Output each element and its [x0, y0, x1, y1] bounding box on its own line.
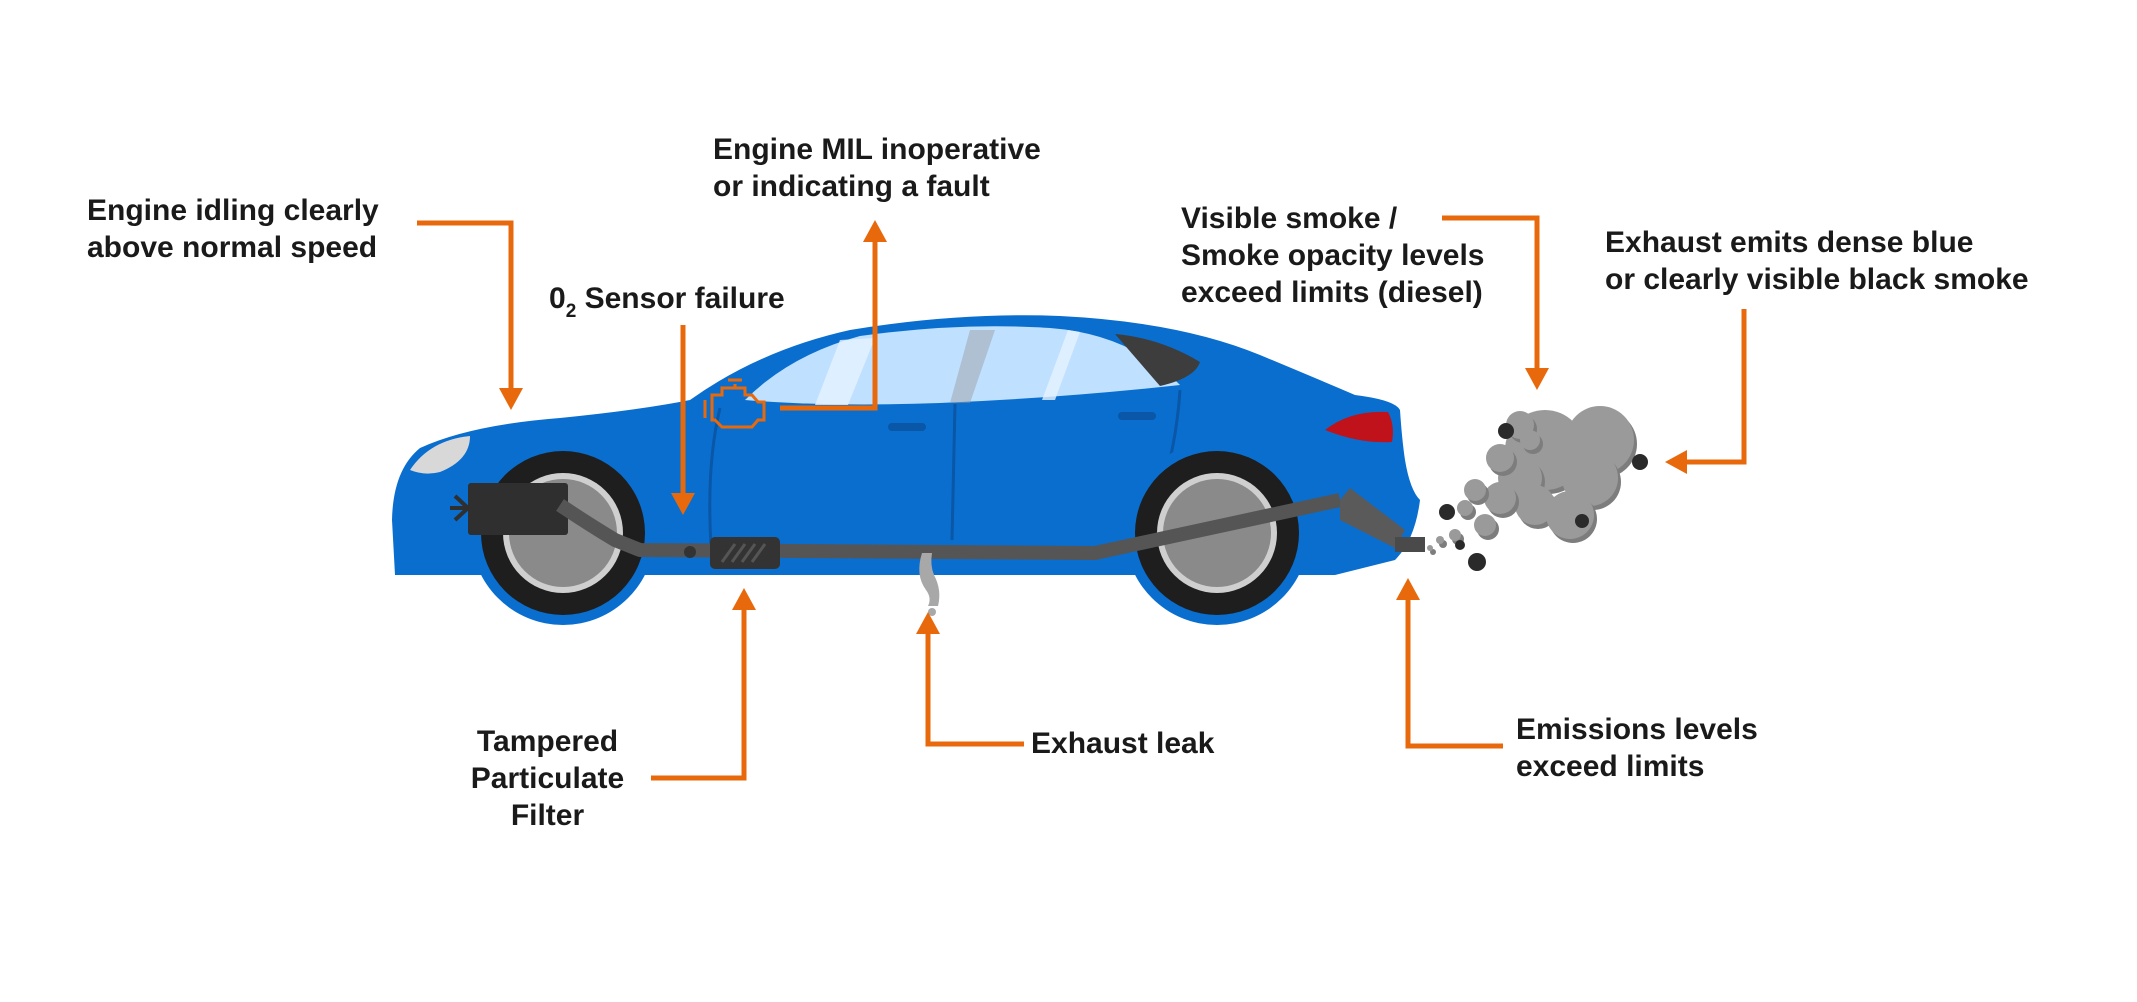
engine-block — [468, 483, 568, 535]
muffler — [1340, 488, 1405, 548]
exhaust-system — [450, 483, 1425, 616]
black-smoke-particle — [1439, 504, 1455, 520]
headlight — [410, 436, 470, 474]
label-visible-smoke: Visible smoke / Smoke opacity levels exc… — [1181, 202, 1485, 309]
label-exhaust-leak: Exhaust leak — [1031, 727, 1215, 760]
label-engine-mil: Engine MIL inoperative or indicating a f… — [713, 133, 1041, 203]
window-streak — [950, 330, 995, 403]
arrow-emissions-levels — [1396, 578, 1503, 749]
smoke-puff — [1520, 430, 1540, 450]
particulate-filter — [710, 537, 780, 569]
filter-grille — [720, 543, 767, 563]
black-smoke-particle — [1632, 454, 1648, 470]
arrow-engine-mil — [780, 220, 887, 411]
exhaust-pipe — [556, 493, 1342, 560]
label-exhaust-dense: Exhaust emits dense blue or clearly visi… — [1605, 226, 2029, 296]
callout-arrows — [417, 215, 1747, 781]
engine-warning-icon — [703, 378, 766, 429]
arrow-engine-idling — [417, 220, 523, 410]
black-smoke-particle — [1455, 540, 1465, 550]
label-particulate-filter: Tampered Particulate Filter — [470, 725, 625, 832]
arrow-exhaust-dense — [1665, 309, 1747, 474]
door-handle — [1118, 412, 1156, 420]
o2-sensor — [684, 546, 696, 558]
rear-quarter-glass — [1115, 334, 1200, 386]
black-smoke-particle — [1468, 553, 1486, 571]
tailpipe — [1395, 537, 1425, 552]
smoke-puff — [1546, 491, 1594, 539]
arrow-exhaust-leak — [916, 612, 1024, 747]
smoke-puff — [1486, 444, 1514, 472]
black-smoke-particle — [1575, 514, 1589, 528]
smoke-puff — [1427, 545, 1433, 551]
smoke-puff — [1449, 529, 1461, 541]
exhaust-leak-drop — [928, 608, 936, 616]
smoke-puff — [1484, 482, 1516, 514]
door-handle — [888, 423, 926, 431]
window-streak — [1042, 330, 1080, 400]
label-emissions-levels: Emissions levels exceed limits — [1516, 713, 1758, 783]
smoke-puff — [1474, 514, 1496, 536]
car — [392, 315, 1420, 625]
label-engine-idling: Engine idling clearly above normal speed — [87, 194, 379, 264]
arrow-visible-smoke — [1442, 215, 1549, 390]
smoke-puff — [1464, 479, 1486, 501]
smoke-puff — [1436, 536, 1444, 544]
smoke-puff — [1515, 485, 1555, 525]
window-streak — [815, 338, 875, 405]
exhaust-leak-drip — [919, 553, 940, 606]
tail-light — [1325, 411, 1393, 443]
label-o2-sensor: 02 Sensor failure — [549, 282, 785, 322]
smoke-cloud — [1427, 406, 1648, 571]
arrow-o2-sensor — [671, 325, 695, 515]
smoke-puff — [1457, 500, 1473, 516]
intake-fan — [450, 494, 470, 522]
arrow-particulate-filter — [651, 588, 756, 781]
black-smoke-particle — [1498, 423, 1514, 439]
